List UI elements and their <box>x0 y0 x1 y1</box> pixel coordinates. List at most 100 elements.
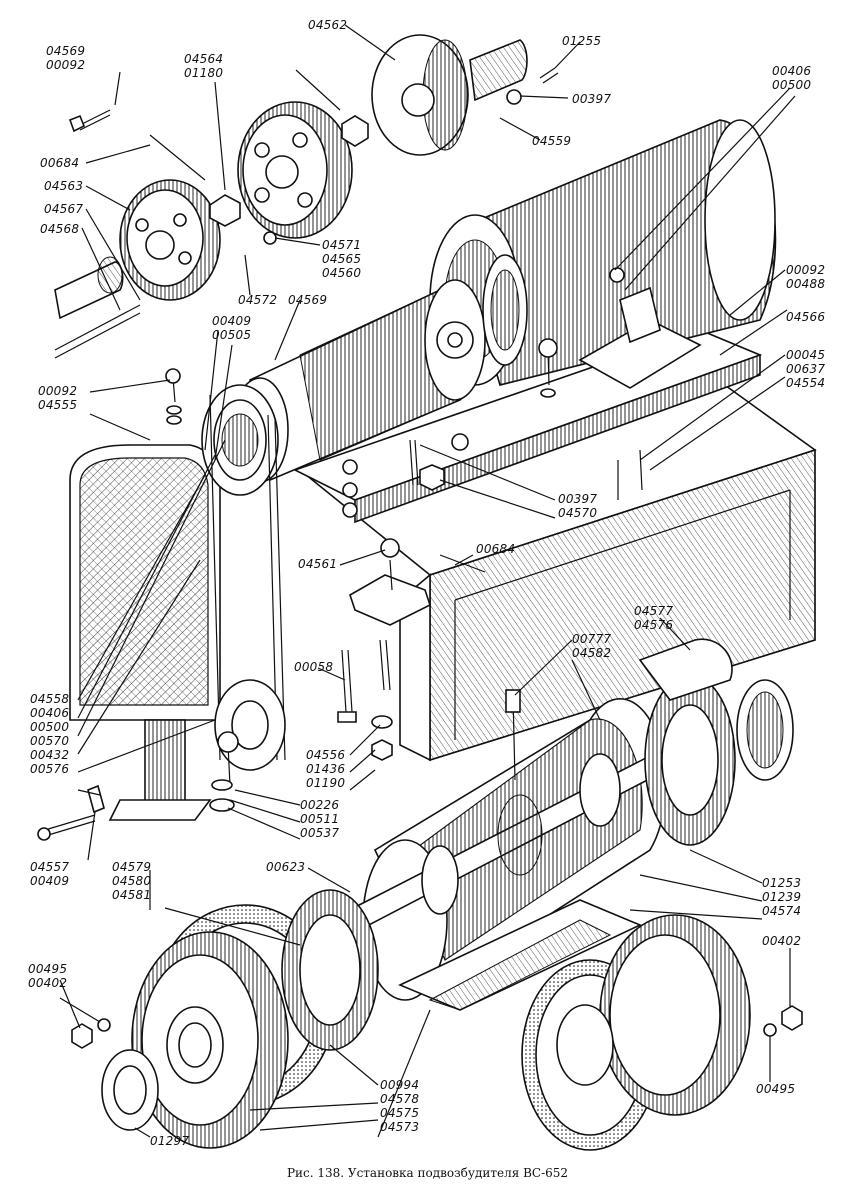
callout-part-number: 04576 <box>634 618 674 632</box>
callout-part-number: 00684 <box>476 542 516 556</box>
callout-part-number: 01297 <box>150 1134 190 1148</box>
callout-part-number: 00495 <box>756 1082 796 1096</box>
callout-part-number: 04565 <box>322 252 362 266</box>
callout-04568: 04568 <box>40 222 79 236</box>
callout-part-number: 00402 <box>28 976 68 990</box>
callout-04566: 04566 <box>786 310 825 324</box>
callout-part-number: 04562 <box>308 18 348 32</box>
callout-04559: 04559 <box>532 134 571 148</box>
callout-part-number: 00994 <box>380 1078 420 1092</box>
callout-part-number: 04557 <box>30 860 70 874</box>
callout-part-number: 04558 <box>30 692 70 706</box>
callout-04569b: 04569 <box>288 293 327 307</box>
callout-part-number: 00570 <box>30 734 70 748</box>
callout-part-number: 04578 <box>380 1092 420 1106</box>
callout-part-number: 00684 <box>40 156 80 170</box>
callout-part-number: 00058 <box>294 660 334 674</box>
callout-part-number: 04569 <box>46 44 86 58</box>
belt-guard <box>69 444 251 821</box>
callout-04563: 04563 <box>44 179 83 193</box>
callout-part-number: 00623 <box>266 860 306 874</box>
callout-part-number: 04571 <box>322 238 362 252</box>
callout-part-number: 00576 <box>30 762 70 776</box>
callout-part-number: 00409 <box>212 314 252 328</box>
callout-part-number: 00637 <box>786 362 826 376</box>
callout-part-number: 04559 <box>532 134 572 148</box>
callout-part-number: 04556 <box>306 748 346 762</box>
callout-part-number: 00397 <box>572 92 612 106</box>
callout-00058: 00058 <box>294 660 333 674</box>
callout-part-number: 04572 <box>238 293 278 307</box>
misc-fasteners <box>37 338 643 841</box>
frame-stand <box>298 359 817 762</box>
callout-part-number: 00092 <box>38 384 78 398</box>
callout-part-number: 00092 <box>786 263 826 277</box>
callout-part-number: 04560 <box>322 266 362 280</box>
callout-04561: 04561 <box>298 557 337 571</box>
callout-part-number: 04561 <box>298 557 338 571</box>
callout-part-number: 00500 <box>772 78 812 92</box>
callout-part-number: 00045 <box>786 348 826 362</box>
callout-part-number: 00402 <box>762 934 802 948</box>
callout-part-number: 00505 <box>212 328 252 342</box>
sub-exciter <box>231 254 528 483</box>
callout-04567: 04567 <box>44 202 83 216</box>
callout-part-number: 04582 <box>572 646 612 660</box>
callout-part-number: 01190 <box>306 776 346 790</box>
callout-01297: 01297 <box>150 1134 189 1148</box>
callout-part-number: 04577 <box>634 604 674 618</box>
callout-part-number: 04555 <box>38 398 78 412</box>
callout-part-number: 04581 <box>112 888 152 902</box>
callout-part-number: 00488 <box>786 277 826 291</box>
callout-part-number: 01255 <box>562 34 602 48</box>
callout-part-number: 04566 <box>786 310 826 324</box>
callout-part-number: 04579 <box>112 860 152 874</box>
callout-part-number: 04563 <box>44 179 84 193</box>
callout-part-number: 00226 <box>300 798 340 812</box>
callout-part-number: 04567 <box>44 202 84 216</box>
leader-lines <box>59 24 796 1138</box>
callout-part-number: 00495 <box>28 962 68 976</box>
lower-generator <box>71 638 803 1151</box>
callout-04572: 04572 <box>238 293 277 307</box>
callout-part-number: 04574 <box>762 904 802 918</box>
callout-part-number: 04570 <box>558 506 598 520</box>
callout-00397-top: 00397 <box>572 92 611 106</box>
callout-00402-right: 00402 <box>762 934 801 948</box>
callout-part-number: 00777 <box>572 632 612 646</box>
callout-part-number: 04573 <box>380 1120 420 1134</box>
callout-part-number: 00409 <box>30 874 70 888</box>
callout-part-number: 00397 <box>558 492 598 506</box>
callout-part-number: 04575 <box>380 1106 420 1120</box>
figure-caption: Рис. 138. Установка подвозбудителя ВС-65… <box>286 1166 569 1180</box>
callout-part-number: 04569 <box>288 293 328 307</box>
callout-part-number: 00500 <box>30 720 70 734</box>
callout-00623: 00623 <box>266 860 305 874</box>
callout-part-number: 01253 <box>762 876 802 890</box>
top-exploded-parts <box>54 34 559 359</box>
callout-part-number: 00406 <box>30 706 70 720</box>
callout-01255: 01255 <box>562 34 601 48</box>
drive-pulley <box>201 384 286 771</box>
callout-part-number: 00092 <box>46 58 86 72</box>
callout-part-number: 04564 <box>184 52 224 66</box>
